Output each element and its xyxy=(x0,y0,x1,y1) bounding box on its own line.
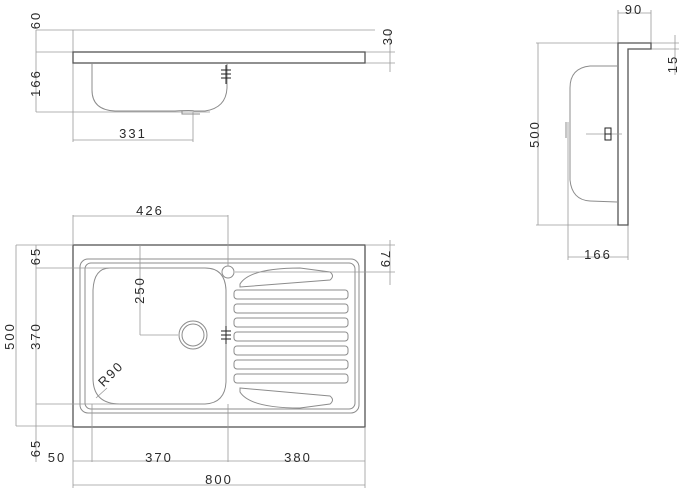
bowl-profile xyxy=(91,63,228,112)
bowl xyxy=(92,267,227,405)
front-view: 60 30 166 331 xyxy=(28,11,395,142)
dim-drainboard-width: 380 xyxy=(284,450,312,465)
side-bowl-profile xyxy=(569,65,618,203)
dim-flange-height: 15 xyxy=(665,55,679,73)
dim-bottom-margin: 65 xyxy=(28,439,43,457)
dim-side-bowl-depth: 166 xyxy=(584,247,612,262)
tap-hole xyxy=(221,265,235,279)
dim-side-depth: 500 xyxy=(527,120,542,148)
plan-view: 426 65 500 370 250 R90 79 65 50 370 380 … xyxy=(2,203,395,488)
dim-drainboard-offset: 79 xyxy=(378,251,393,269)
side-flange xyxy=(617,42,652,226)
overflow-icon-side xyxy=(604,127,612,141)
dim-bowl-depth: 166 xyxy=(28,69,43,97)
dim-top-offset: 60 xyxy=(28,11,43,29)
overflow-icon-plan xyxy=(221,326,231,344)
overflow-icon xyxy=(221,65,231,84)
dim-rim-thickness: 30 xyxy=(380,27,395,45)
dim-bowl-width-plan: 370 xyxy=(145,450,173,465)
dim-bowl-width: 331 xyxy=(119,126,147,141)
drain-hole xyxy=(178,320,208,350)
inner-rim xyxy=(79,258,360,414)
dim-bowl-depth-plan: 370 xyxy=(28,322,43,350)
dim-left-margin: 50 xyxy=(48,450,66,465)
dim-overall-depth: 500 xyxy=(2,322,17,350)
dim-corner-radius: R90 xyxy=(95,358,127,390)
side-view: 90 15 500 166 xyxy=(527,2,679,262)
dim-flange-width: 90 xyxy=(625,2,643,17)
dim-tap-offset: 426 xyxy=(136,203,164,218)
sink-outline xyxy=(72,244,366,428)
sink-rim xyxy=(72,51,366,64)
drainboard-ribs xyxy=(233,267,349,409)
dim-top-margin: 65 xyxy=(28,247,43,265)
dim-drain-from-top: 250 xyxy=(132,276,147,304)
dim-overall-width: 800 xyxy=(205,472,233,487)
